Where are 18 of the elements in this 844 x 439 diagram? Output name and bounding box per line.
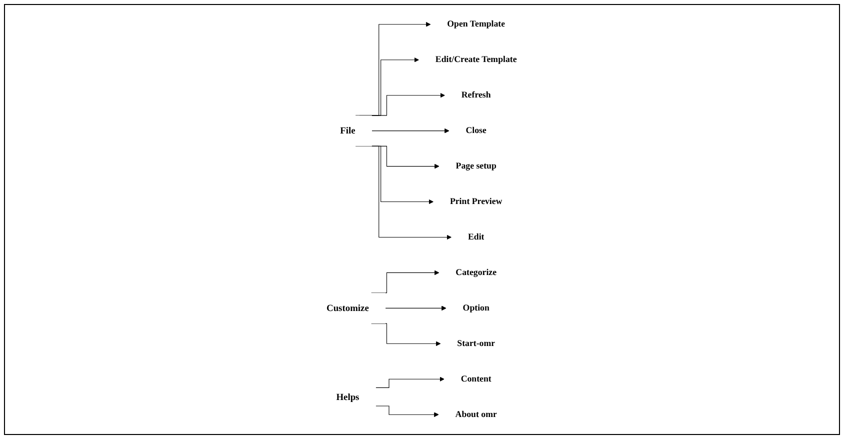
node-text: Edit/Create Template bbox=[436, 54, 518, 64]
arrow bbox=[386, 306, 447, 311]
arrow bbox=[372, 128, 450, 134]
node-text: Open Template bbox=[447, 19, 506, 29]
arrow bbox=[371, 92, 446, 116]
node-text: Helps bbox=[336, 391, 360, 402]
node-text: Print Preview bbox=[450, 196, 503, 206]
node-text: Close bbox=[466, 126, 487, 136]
node-text: Page setup bbox=[456, 161, 497, 171]
node-text: Content bbox=[461, 374, 492, 384]
node-text: About omr bbox=[456, 410, 498, 420]
node-text: Edit bbox=[468, 232, 485, 242]
arrow bbox=[376, 376, 445, 388]
node-text: Refresh bbox=[462, 90, 492, 100]
node-text: Categorize bbox=[456, 268, 497, 278]
node-text: Start-omr bbox=[457, 338, 496, 348]
node-text: Option bbox=[463, 303, 490, 313]
arrow bbox=[376, 406, 440, 418]
